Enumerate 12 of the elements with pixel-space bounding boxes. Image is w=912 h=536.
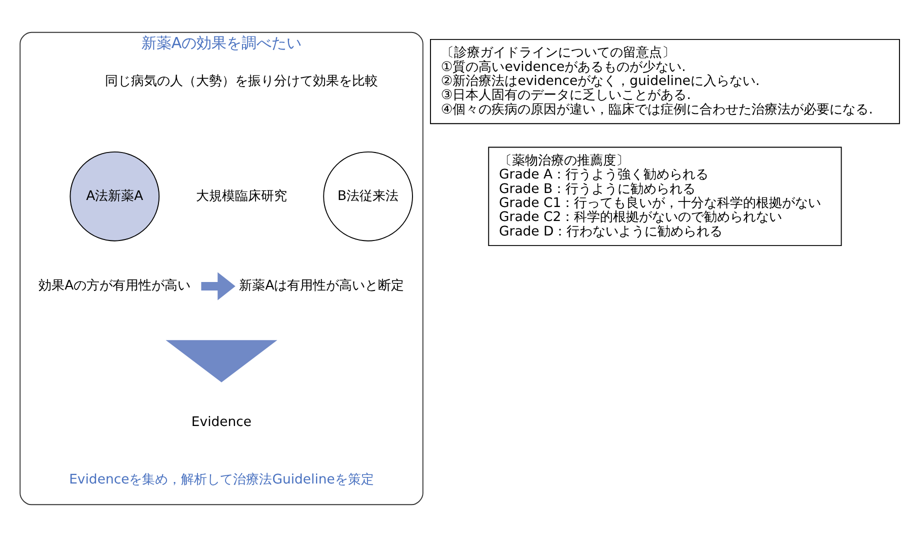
node-circle: B法従来法 <box>323 150 413 241</box>
node-box: 〔薬物治療の推薦度〕 Grade A：行うよう強く勧められる Grade B：行うように勧められる Grade C1：行っても良いが，十分な科学的根拠がない Grade C2：科学的根拠がないので勧められない Grade D：行わないように勧められる <box>488 146 842 246</box>
node-text: 大規模臨床研究 <box>196 188 287 204</box>
node-text: 効果Aの方が有用性が高い <box>38 278 191 294</box>
node-text: Evidenceを集め，解析して治療法Guidelineを策定 <box>69 472 374 488</box>
node-box: 〔診療ガイドラインについての留意点〕 ①質の高いevidenceがあるものが少ない. ②新治療法はevidenceがなく，guidelineに入らない. ③日本人固有のデータに乏しいことがある. ④個々の疾病の原因が違い，臨床では症例に合わせた治療法が必要になる. <box>430 38 900 124</box>
node-text: Evidence <box>191 414 252 430</box>
node-text: 新薬Aは有用性が高いと断定 <box>239 278 404 294</box>
node-text: 同じ病気の人（大勢）を振り分けて効果を比較 <box>104 74 378 89</box>
node-circle: A法新薬A <box>70 150 160 241</box>
node-triangle <box>166 340 278 382</box>
arrow <box>201 272 236 300</box>
